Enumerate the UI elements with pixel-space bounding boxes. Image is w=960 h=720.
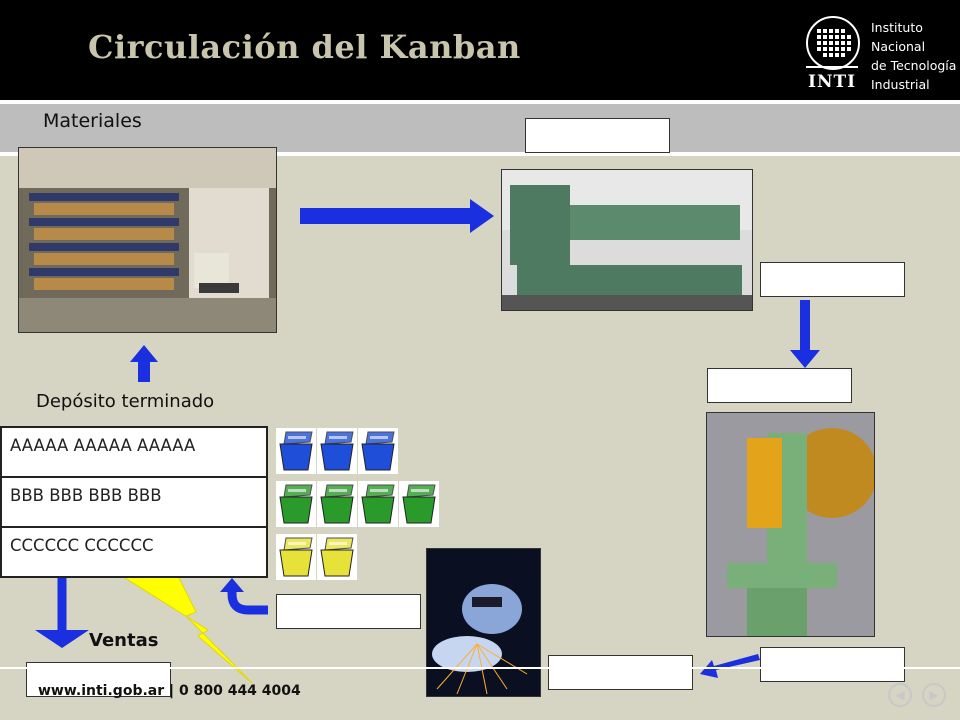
- logo-line-2: Nacional: [871, 39, 926, 54]
- bin-yellow-icon: [276, 534, 316, 580]
- lathe-output-box: [760, 262, 905, 297]
- bin-green-icon: [317, 481, 357, 527]
- bin-green-icon: [276, 481, 316, 527]
- materiales-label: Materiales: [43, 110, 142, 132]
- bin-blue-icon: [317, 428, 357, 474]
- logo-line-1: Instituto: [871, 20, 923, 35]
- ventas-label: Ventas: [89, 630, 159, 651]
- press-machine-photo: [706, 412, 875, 637]
- inti-logo-icon: [806, 16, 860, 70]
- prev-slide-icon[interactable]: ◀: [888, 683, 912, 707]
- lathe-label-box: [525, 118, 670, 153]
- logo-name: INTI: [808, 72, 857, 92]
- footer-divider: [0, 667, 960, 669]
- welding-label-box: [548, 655, 693, 690]
- arrow-right-icon: [300, 199, 494, 233]
- press-output-box: [760, 647, 905, 682]
- logo-line-3: de Tecnología: [871, 58, 957, 73]
- logo-line-4: Industrial: [871, 77, 930, 92]
- arrow-left-icon: [700, 654, 760, 678]
- bin-green-icon: [358, 481, 398, 527]
- welding-photo: [426, 548, 541, 697]
- table-row-b: BBB BBB BBB BBB: [2, 478, 266, 528]
- logo-divider: [806, 66, 858, 68]
- footer-contact: www.inti.gob.ar | 0 800 444 4004: [38, 683, 301, 699]
- bin-green-icon: [399, 481, 439, 527]
- arrow-down-icon: [790, 300, 820, 368]
- bin-blue-icon: [276, 428, 316, 474]
- deposito-label: Depósito terminado: [36, 391, 215, 412]
- press-label-box: [707, 368, 852, 403]
- header-divider: [0, 100, 960, 104]
- return-label-box: [276, 594, 421, 629]
- bin-blue-icon: [358, 428, 398, 474]
- next-slide-icon[interactable]: ▶: [922, 683, 946, 707]
- band-divider: [0, 152, 960, 156]
- header-bar: [0, 0, 960, 100]
- return-arrow-icon: [227, 590, 268, 615]
- inventory-table: AAAAA AAAAA AAAAA BBB BBB BBB BBB CCCCCC…: [0, 426, 268, 578]
- kanban-bins: [272, 426, 442, 580]
- table-row-c: CCCCCC CCCCCC: [10, 536, 154, 555]
- arrow-up-icon: [130, 345, 158, 382]
- slide-title: Circulación del Kanban: [88, 28, 521, 66]
- section-band: [0, 104, 960, 152]
- lathe-machine-photo: [501, 169, 753, 311]
- table-row-a: AAAAA AAAAA AAAAA: [2, 428, 266, 478]
- warehouse-photo: [18, 147, 277, 333]
- arrow-ventas-icon: [35, 630, 89, 648]
- bin-yellow-icon: [317, 534, 357, 580]
